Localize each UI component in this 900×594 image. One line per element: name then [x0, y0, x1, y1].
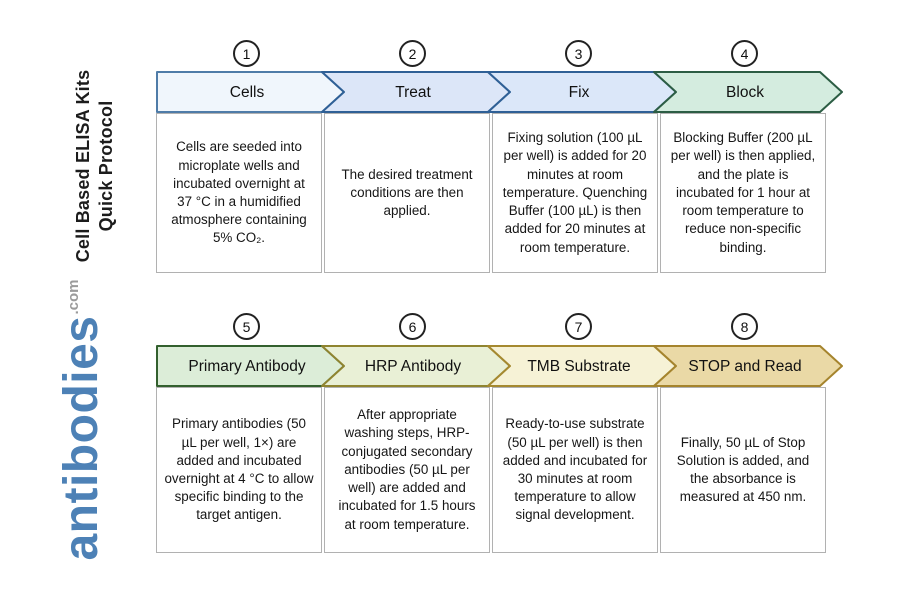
logo-text: antibodies	[55, 315, 108, 561]
step-label-block: Block	[726, 84, 764, 101]
step-label-cells: Cells	[230, 84, 265, 101]
step-number-badge-8: 8	[731, 313, 758, 340]
step-description-3: Fixing solution (100 µL per well) is add…	[492, 113, 658, 273]
step-description-text: The desired treatment conditions are the…	[341, 166, 473, 219]
step-arrow-bar-row2: Primary Antibody HRP Antibody TMB Substr…	[156, 345, 843, 387]
step-description-8: Finally, 50 µL of Stop Solution is added…	[660, 387, 826, 553]
antibodies-logo: antibodies .com	[55, 265, 142, 575]
page-title: Cell Based ELISA Kits Quick Protocol	[72, 36, 120, 296]
title-line-1: Cell Based ELISA Kits	[73, 69, 93, 263]
step-number-badge-6: 6	[399, 313, 426, 340]
step-description-2: The desired treatment conditions are the…	[324, 113, 490, 273]
step-arrow-bar-row1: Cells Treat Fix Block	[156, 71, 843, 113]
step-description-text: Fixing solution (100 µL per well) is add…	[502, 130, 648, 255]
step-label-hrp-antibody: HRP Antibody	[365, 358, 461, 375]
step-number-badge-4: 4	[731, 40, 758, 67]
step-description-text: After appropriate washing steps, HRP-con…	[338, 407, 476, 532]
step-description-6: After appropriate washing steps, HRP-con…	[324, 387, 490, 553]
arrow-segment-stop-and-read	[653, 345, 843, 387]
step-number: 6	[408, 318, 417, 335]
step-number: 8	[740, 318, 749, 335]
step-description-5: Primary antibodies (50 µL per well, 1×) …	[156, 387, 322, 553]
step-descriptions-row2: Primary antibodies (50 µL per well, 1×) …	[156, 387, 826, 553]
step-number-badge-7: 7	[565, 313, 592, 340]
step-label-tmb-substrate: TMB Substrate	[527, 358, 630, 375]
step-number: 4	[740, 45, 749, 62]
step-descriptions-row1: Cells are seeded into microplate wells a…	[156, 113, 826, 273]
step-description-text: Ready-to-use substrate (50 µL per well) …	[502, 416, 648, 523]
step-number: 5	[242, 318, 251, 335]
step-number: 2	[408, 45, 417, 62]
arrow-segment-block	[653, 71, 843, 113]
step-number-badge-1: 1	[233, 40, 260, 67]
step-description-text: Finally, 50 µL of Stop Solution is added…	[676, 434, 810, 505]
step-number-badge-3: 3	[565, 40, 592, 67]
step-label-stop-and-read: STOP and Read	[688, 358, 801, 375]
step-number: 1	[242, 45, 251, 62]
step-number-badge-5: 5	[233, 313, 260, 340]
step-description-4: Blocking Buffer (200 µL per well) is the…	[660, 113, 826, 273]
step-number: 7	[574, 318, 583, 335]
step-description-1: Cells are seeded into microplate wells a…	[156, 113, 322, 273]
title-line-2: Quick Protocol	[96, 100, 117, 232]
step-number: 3	[574, 45, 583, 62]
step-label-primary-antibody: Primary Antibody	[188, 358, 305, 375]
step-description-text: Primary antibodies (50 µL per well, 1×) …	[164, 416, 314, 523]
step-label-fix: Fix	[569, 84, 590, 101]
step-description-7: Ready-to-use substrate (50 µL per well) …	[492, 387, 658, 553]
step-description-text: Cells are seeded into microplate wells a…	[171, 139, 307, 246]
step-number-badge-2: 2	[399, 40, 426, 67]
step-label-treat: Treat	[395, 84, 431, 101]
step-description-text: Blocking Buffer (200 µL per well) is the…	[670, 130, 816, 255]
logo-suffix: .com	[65, 279, 82, 315]
